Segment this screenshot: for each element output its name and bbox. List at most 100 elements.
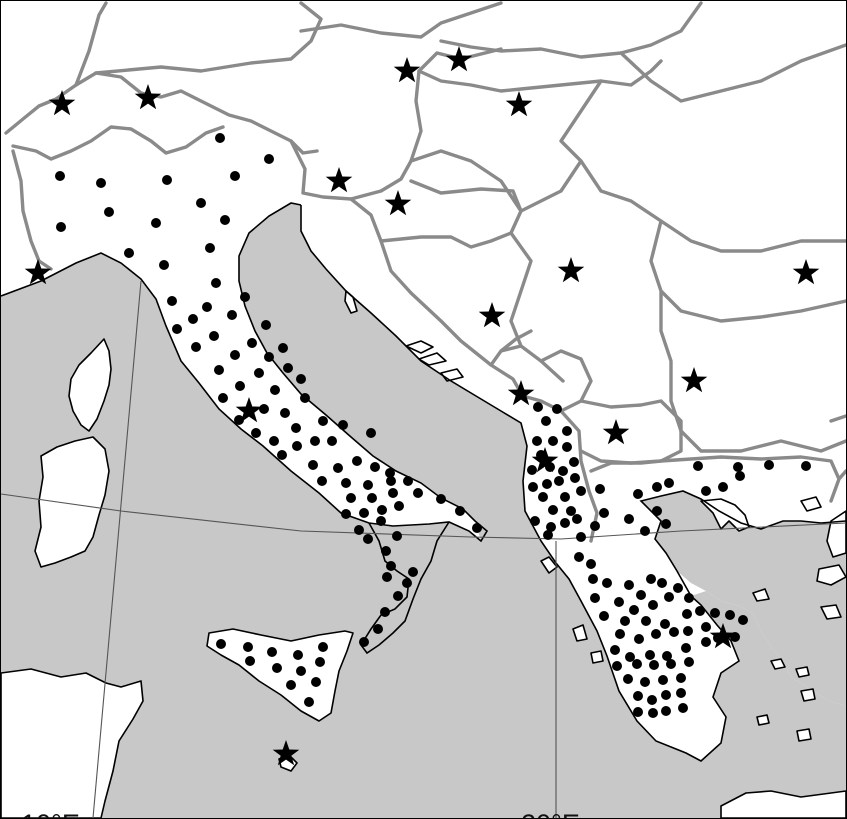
dot-marker xyxy=(625,652,635,662)
dot-marker xyxy=(602,578,612,588)
dot-marker xyxy=(661,690,671,700)
sicily-island xyxy=(206,628,354,722)
dot-marker xyxy=(240,292,250,302)
dot-marker xyxy=(272,663,282,673)
ionian-island-1 xyxy=(540,556,558,574)
dot-marker xyxy=(673,583,683,593)
aegean-island-2 xyxy=(816,564,846,586)
dot-marker xyxy=(527,465,537,475)
dot-marker xyxy=(286,680,296,690)
dot-marker xyxy=(634,634,644,644)
dot-marker xyxy=(403,476,413,486)
dot-marker xyxy=(167,296,177,306)
border-macedonia xyxy=(579,399,683,465)
dot-marker xyxy=(701,486,711,496)
dot-marker xyxy=(264,352,274,362)
dot-marker xyxy=(548,505,558,515)
dot-marker xyxy=(380,607,390,617)
dot-marker xyxy=(159,260,169,270)
dot-marker xyxy=(614,597,624,607)
aegean-island-9 xyxy=(826,510,846,558)
star-marker xyxy=(505,91,533,117)
dot-marker xyxy=(230,171,240,181)
dot-marker xyxy=(402,578,412,588)
dot-marker xyxy=(300,393,310,403)
dot-marker xyxy=(682,609,692,619)
dot-marker xyxy=(588,574,598,584)
dot-marker xyxy=(296,374,306,384)
dot-marker xyxy=(541,416,551,426)
dot-marker xyxy=(657,578,667,588)
dot-marker xyxy=(202,302,212,312)
star-marker xyxy=(235,397,263,423)
dot-marker xyxy=(254,368,264,378)
dot-marker xyxy=(676,688,686,698)
dot-marker xyxy=(633,707,643,717)
dot-marker xyxy=(196,198,206,208)
dot-marker xyxy=(610,645,620,655)
dot-marker xyxy=(645,650,655,660)
dot-marker xyxy=(162,175,172,185)
dot-marker xyxy=(363,534,373,544)
meridian-10e xyxy=(92,280,142,818)
dot-marker xyxy=(576,486,586,496)
dot-marker xyxy=(640,677,650,687)
star-marker xyxy=(393,57,421,83)
dot-marker xyxy=(381,546,391,556)
dot-marker xyxy=(291,423,301,433)
dot-marker xyxy=(620,616,630,626)
dot-marker xyxy=(554,476,564,486)
dot-marker xyxy=(333,463,343,473)
dot-marker xyxy=(220,215,230,225)
dot-marker xyxy=(216,639,226,649)
dot-marker xyxy=(566,506,576,516)
border-austria-north xyxy=(74,1,323,87)
dot-marker xyxy=(436,494,446,504)
dot-marker xyxy=(693,461,703,471)
dot-marker xyxy=(392,531,402,541)
dot-marker xyxy=(586,559,596,569)
dot-marker xyxy=(661,706,671,716)
star-marker xyxy=(272,740,300,766)
dot-marker xyxy=(725,610,735,620)
dot-marker xyxy=(681,643,691,653)
dot-marker xyxy=(218,393,228,403)
dot-marker xyxy=(590,521,600,531)
dot-marker xyxy=(558,466,568,476)
dot-markers xyxy=(55,133,811,718)
dot-marker xyxy=(595,484,605,494)
dot-marker xyxy=(662,651,672,661)
dot-marker xyxy=(270,385,280,395)
dot-marker xyxy=(269,436,279,446)
lon-label-10e: 10°E xyxy=(21,809,80,818)
dot-marker xyxy=(283,363,293,373)
italy-coast xyxy=(1,202,489,543)
dot-marker xyxy=(393,591,403,601)
dot-marker xyxy=(310,436,320,446)
dot-marker xyxy=(245,656,255,666)
star-marker xyxy=(48,90,76,116)
dot-marker xyxy=(652,506,662,516)
dot-marker xyxy=(658,675,668,685)
star-marker xyxy=(792,259,820,285)
dot-marker xyxy=(277,450,287,460)
dot-marker xyxy=(376,516,386,526)
dot-marker xyxy=(624,514,634,524)
border-bosnia xyxy=(379,179,523,249)
dot-marker xyxy=(408,567,418,577)
dot-marker xyxy=(570,473,580,483)
dot-marker xyxy=(599,508,609,518)
dot-marker xyxy=(354,525,364,535)
star-marker xyxy=(531,447,559,473)
dot-marker xyxy=(664,478,674,488)
dot-marker xyxy=(648,600,658,610)
dot-marker xyxy=(530,516,540,526)
dot-marker xyxy=(247,338,257,348)
dot-marker xyxy=(151,218,161,228)
dot-marker xyxy=(560,492,570,502)
dot-marker xyxy=(552,404,562,414)
border-romania xyxy=(579,43,846,253)
dot-marker xyxy=(735,471,745,481)
dot-marker xyxy=(341,509,351,519)
